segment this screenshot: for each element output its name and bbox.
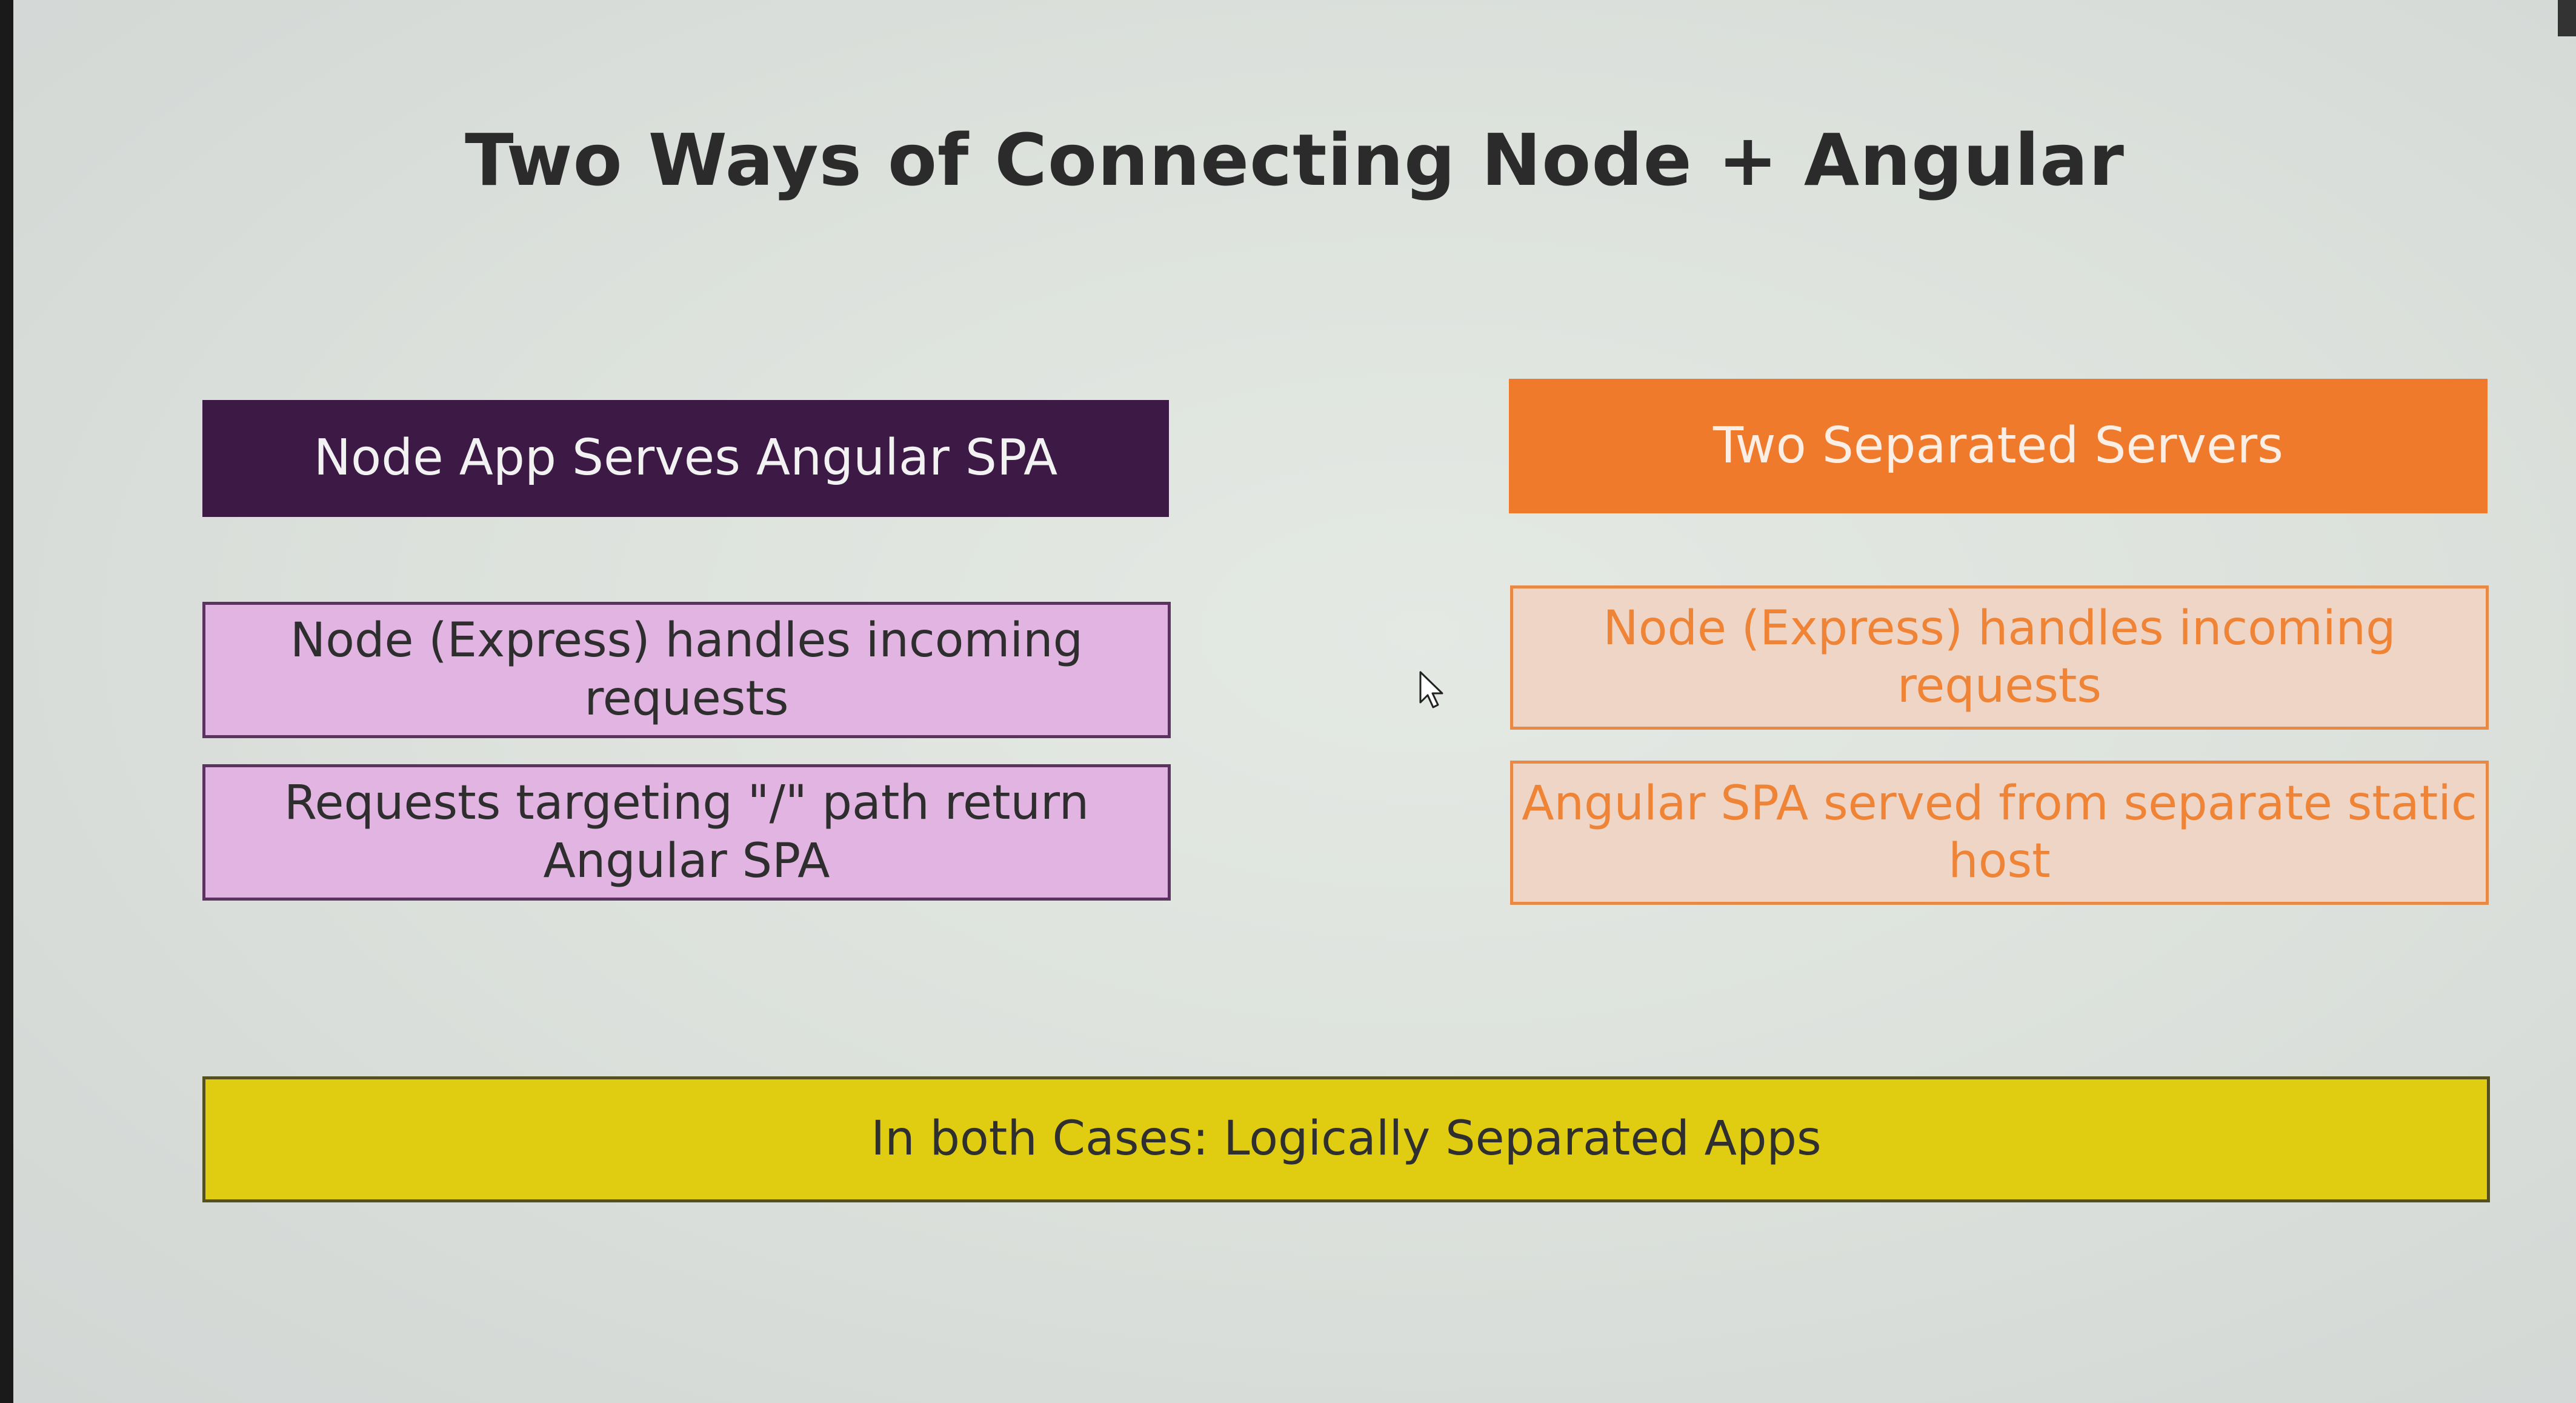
right-item-spa-separate-host: Angular SPA served from separate static … bbox=[1510, 761, 2489, 905]
left-item-root-path-returns-spa: Requests targeting "/" path return Angul… bbox=[202, 764, 1171, 901]
left-column-header: Node App Serves Angular SPA bbox=[202, 400, 1169, 517]
right-column-header: Two Separated Servers bbox=[1509, 379, 2488, 513]
monitor-edge bbox=[2558, 0, 2576, 36]
slide-title: Two Ways of Connecting Node + Angular bbox=[465, 118, 2125, 202]
slide: Two Ways of Connecting Node + Angular No… bbox=[13, 0, 2576, 1403]
right-item-node-handles-requests: Node (Express) handles incoming requests bbox=[1510, 585, 2489, 730]
left-item-node-handles-requests: Node (Express) handles incoming requests bbox=[202, 602, 1171, 738]
mouse-cursor-icon bbox=[1419, 671, 1443, 708]
footer-banner: In both Cases: Logically Separated Apps bbox=[202, 1076, 2490, 1202]
